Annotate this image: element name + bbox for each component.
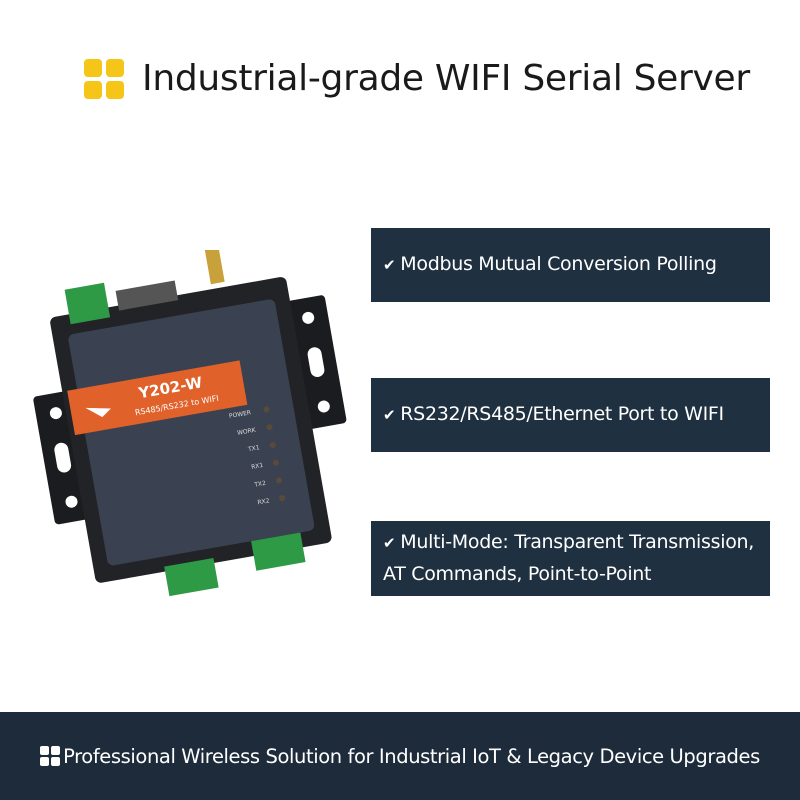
title-text: Industrial-grade WIFI Serial Server [142,58,750,99]
led-label: RX1 [251,462,264,471]
device-label [67,360,248,436]
feature-text: Modbus Mutual Conversion Polling [400,253,717,275]
footer-banner: Professional Wireless Solution for Indus… [0,712,800,800]
led-label: WORK [237,427,258,437]
page-title: Industrial-grade WIFI Serial Server [84,58,750,99]
led-label: POWER [229,409,252,420]
terminal-block-2 [251,532,306,571]
feature-text: Multi-Mode: Transparent Transmission, [400,531,754,553]
led-label: TX1 [247,444,261,453]
four-squares-icon [40,746,61,766]
device-face [68,299,315,566]
led-label: RX2 [257,497,270,506]
feature-modes: ✔Multi-Mode: Transparent Transmission, A… [371,521,770,596]
feature-ports: ✔RS232/RS485/Ethernet Port to WIFI [371,378,770,452]
logo-icon [85,407,111,418]
four-squares-icon [84,58,124,99]
check-icon: ✔ [383,256,396,274]
footer-text: Professional Wireless Solution for Indus… [63,744,760,768]
feature-text-line2: AT Commands, Point-to-Point [383,563,652,585]
check-icon: ✔ [383,406,396,424]
ethernet-port [115,280,179,311]
feature-modbus: ✔Modbus Mutual Conversion Polling [371,228,770,302]
antenna-connector [203,250,225,285]
check-icon: ✔ [383,534,396,552]
feature-text: RS232/RS485/Ethernet Port to WIFI [400,403,724,425]
device-image: Y202-W RS485/RS232 to WIFI POWER WORK TX… [33,250,347,597]
terminal-block-1 [164,557,219,597]
led-label: TX2 [253,480,267,489]
power-terminal [64,282,111,325]
